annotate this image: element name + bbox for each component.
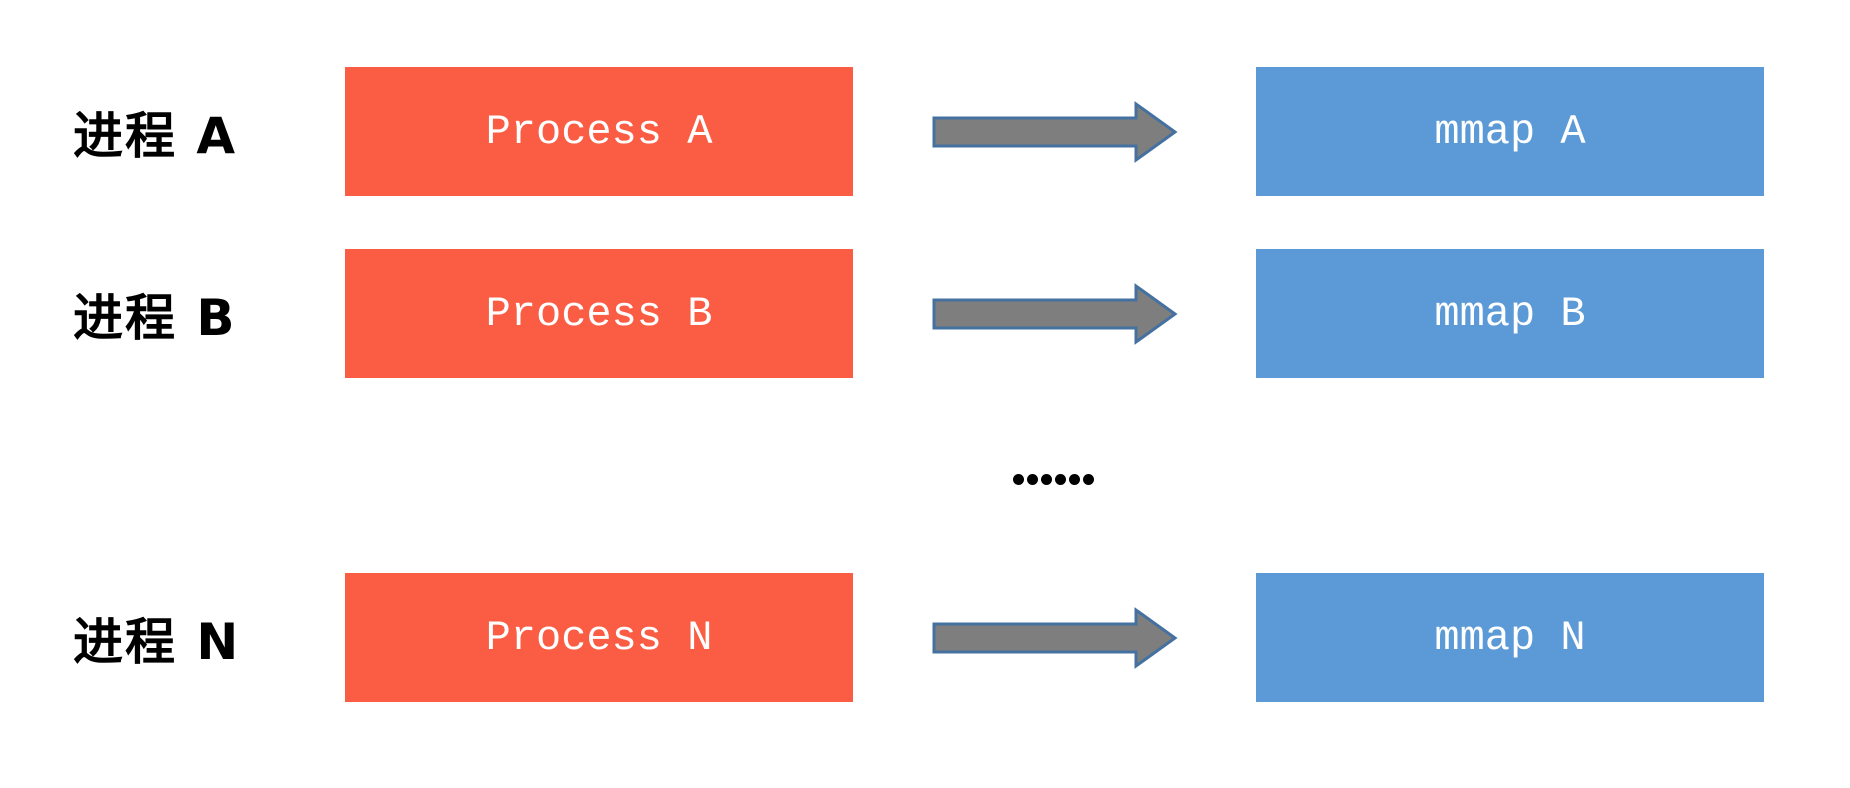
dot <box>1055 473 1066 485</box>
mmap-b-box: mmap B <box>1256 249 1764 378</box>
mmap-a-box-text: mmap A <box>1434 107 1586 156</box>
mmap-n-box: mmap N <box>1256 573 1764 702</box>
process-a-box: Process A <box>345 67 853 196</box>
process-n-box: Process N <box>345 573 853 702</box>
row-label-process-b: 进程 B <box>73 288 237 347</box>
row-process-a: 进程 A Process A mmap A <box>0 67 1850 196</box>
right-arrow-icon <box>932 100 1178 163</box>
process-a-box-text: Process A <box>485 107 713 156</box>
mmap-n-box-text: mmap N <box>1434 613 1586 662</box>
process-b-box: Process B <box>345 249 853 378</box>
mmap-b-box-text: mmap B <box>1434 289 1586 338</box>
right-arrow-icon <box>932 282 1178 345</box>
process-n-box-text: Process N <box>485 613 713 662</box>
dot <box>1083 473 1094 485</box>
mmap-a-box: mmap A <box>1256 67 1764 196</box>
process-b-box-text: Process B <box>485 289 713 338</box>
ellipsis-dots-icon <box>1013 473 1094 485</box>
row-label-process-n: 进程 N <box>73 612 241 671</box>
dot <box>1069 473 1080 485</box>
dot <box>1013 473 1024 485</box>
row-process-b: 进程 B Process B mmap B <box>0 249 1850 378</box>
dot <box>1027 473 1038 485</box>
dot <box>1041 473 1052 485</box>
right-arrow-icon <box>932 606 1178 669</box>
row-label-process-a: 进程 A <box>73 106 238 165</box>
row-process-n: 进程 N Process N mmap N <box>0 573 1850 702</box>
